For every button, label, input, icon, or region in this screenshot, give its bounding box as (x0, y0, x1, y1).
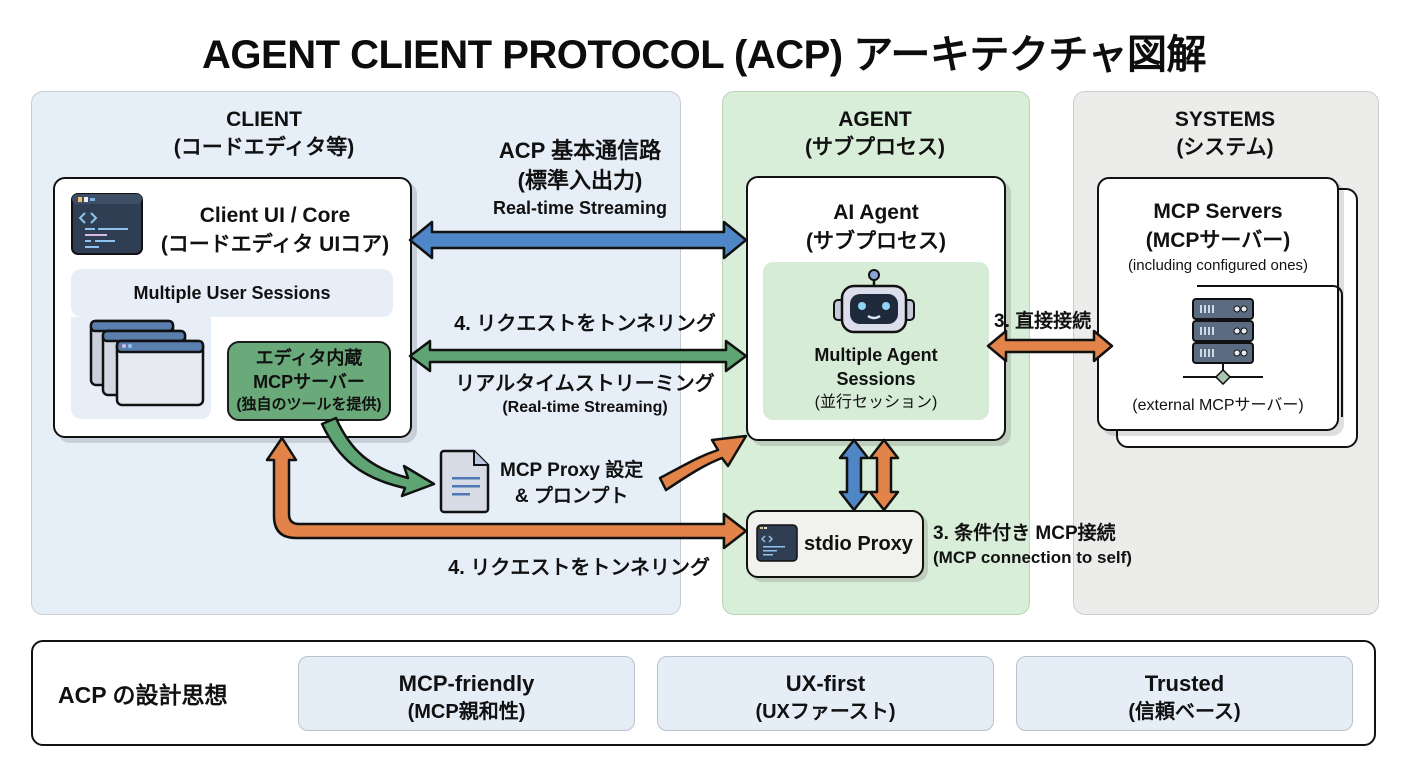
agent-heading-subtitle: (サブプロセス) (805, 136, 945, 159)
streaming-arrow (408, 339, 748, 373)
philosophy-item-title: Trusted (1144, 671, 1225, 696)
direct-connection-arrow (986, 329, 1114, 363)
systems-heading-title: SYSTEMS (1174, 108, 1276, 131)
proxy-config-label: MCP Proxy 設定 & プロンプト (500, 458, 643, 510)
streaming-label: リアルタイムストリーミング (Real-time Streaming) (430, 371, 740, 419)
client-heading-title: CLIENT (226, 108, 302, 131)
ai-agent-title: AI Agent (833, 201, 919, 224)
user-sessions-label: Multiple User Sessions (133, 283, 331, 303)
stdio-proxy-label: stdio Proxy (804, 533, 913, 555)
editor-to-config-arrow (320, 416, 436, 498)
philosophy-label: ACP の設計思想 (58, 682, 228, 708)
server-rack-icon (1183, 297, 1263, 390)
acp-main-arrow (408, 220, 748, 260)
mcp-servers-title: MCP Servers (1153, 200, 1283, 223)
editor-mcp-line2: MCPサーバー (253, 372, 365, 392)
streaming-line2: (Real-time Streaming) (502, 399, 668, 416)
philosophy-item-subtitle: (MCP親和性) (407, 701, 526, 723)
tunnel-top-label: 4. リクエストをトンネリング (454, 313, 716, 335)
proxy-config-line2: & プロンプト (514, 486, 629, 507)
direct-connection-label: 3. 直接接続 (994, 311, 1092, 332)
mcp-servers-card: MCP Servers (MCPサーバー) (including configu… (1097, 177, 1343, 431)
code-editor-icon (71, 193, 143, 260)
tunnel-bottom-label: 4. リクエストをトンネリング (448, 557, 710, 579)
editor-mcp-server: エディタ内蔵 MCPサーバー (独自のツールを提供) (227, 341, 391, 421)
agent-sessions-line3: (並行セッション) (814, 394, 938, 411)
client-core-card: Client UI / Core (コードエディタ UIコア) Multiple… (53, 177, 412, 438)
agent-sessions-line1: Multiple Agent (814, 345, 938, 365)
systems-heading: SYSTEMS (システム) (1073, 106, 1377, 162)
philosophy-item-title: UX-first (785, 671, 866, 696)
acp-channel-line3: Real-time Streaming (492, 198, 668, 218)
philosophy-item-subtitle: (UXファースト) (755, 701, 896, 723)
editor-mcp-line1: エディタ内蔵 (255, 348, 363, 368)
tunnel-bottom-arrow (265, 436, 748, 550)
mcp-servers-subtitle: (MCPサーバー) (1145, 229, 1291, 252)
mcp-servers-note: (including configured ones) (1127, 257, 1309, 274)
agent-proxy-orange-arrow (868, 438, 900, 512)
editor-mcp-line3: (独自のツールを提供) (236, 396, 382, 413)
acp-channel-line2: (標準入出力) (517, 168, 643, 193)
acp-channel-label: ACP 基本通信路 (標準入出力) Real-time Streaming (420, 136, 740, 220)
streaming-line1: リアルタイムストリーミング (455, 373, 715, 395)
philosophy-item-trusted: Trusted (信頼ベース) (1016, 656, 1353, 731)
systems-heading-subtitle: (システム) (1176, 136, 1274, 159)
philosophy-item-subtitle: (信頼ベース) (1128, 701, 1241, 723)
client-heading: CLIENT (コードエディタ等) (31, 106, 497, 162)
terminal-icon (756, 524, 798, 567)
agent-sessions-line2: Sessions (836, 369, 916, 389)
stdio-proxy-card: stdio Proxy (746, 510, 924, 578)
conditional-line2: (MCP connection to self) (933, 548, 1132, 567)
user-sessions-header: Multiple User Sessions (71, 269, 393, 317)
philosophy-item-title: MCP-friendly (398, 671, 535, 696)
ai-agent-card: AI Agent (サブプロセス) Multiple Agent Session… (746, 176, 1006, 441)
agent-heading: AGENT (サブプロセス) (722, 106, 1028, 162)
conditional-line1: 3. 条件付き MCP接続 (933, 523, 1116, 544)
client-core-subtitle: (コードエディタ UIコア) (160, 233, 390, 256)
stacked-windows-icon (89, 319, 207, 414)
client-heading-subtitle: (コードエディタ等) (173, 136, 355, 159)
mcp-servers-inner-frame (1197, 285, 1343, 417)
agent-proxy-blue-arrow (838, 438, 870, 512)
conditional-connection-label: 3. 条件付き MCP接続 (MCP connection to self) (933, 522, 1132, 570)
acp-channel-line1: ACP 基本通信路 (498, 138, 662, 163)
robot-icon (828, 268, 920, 339)
philosophy-item-ux-first: UX-first (UXファースト) (657, 656, 994, 731)
diagram-title: AGENT CLIENT PROTOCOL (ACP) アーキテクチャ図解 (202, 33, 1206, 77)
ai-agent-subtitle: (サブプロセス) (806, 230, 946, 253)
agent-heading-title: AGENT (838, 108, 912, 131)
document-icon (439, 448, 492, 519)
mcp-external-label: (external MCPサーバー) (1132, 397, 1304, 414)
philosophy-item-mcp-friendly: MCP-friendly (MCP親和性) (298, 656, 635, 731)
proxy-config-line1: MCP Proxy 設定 (500, 460, 644, 481)
client-core-title: Client UI / Core (199, 204, 351, 227)
config-to-agent-arrow (658, 434, 748, 492)
